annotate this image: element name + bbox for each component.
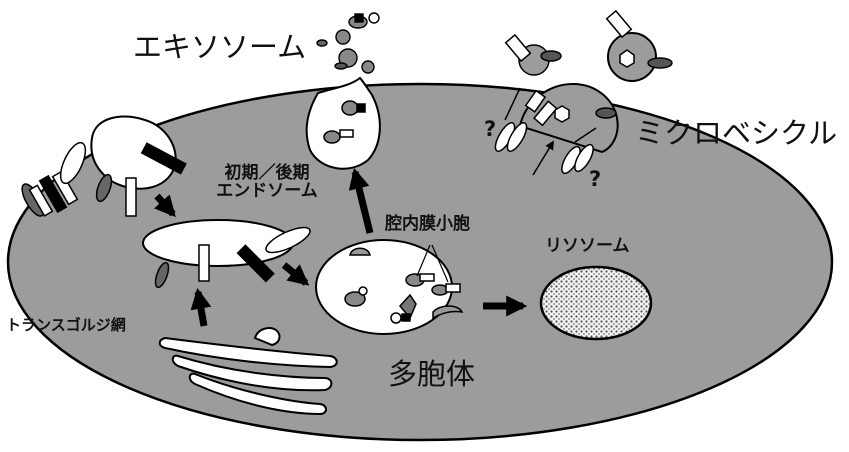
mvb-label: 多胞体 bbox=[388, 359, 475, 389]
question-mark-2: ? bbox=[589, 168, 601, 190]
intraluminal-vesicle-label: 腔内膜小胞 bbox=[385, 216, 470, 234]
multivesicular-body bbox=[316, 240, 452, 334]
released-vesicles bbox=[506, 11, 672, 81]
question-mark-1: ? bbox=[484, 118, 496, 140]
microvesicle-label: ミクロベシクル bbox=[635, 118, 837, 148]
trans-golgi-label: トランスゴルジ網 bbox=[6, 318, 126, 334]
exosome-label: エキソソーム bbox=[133, 32, 306, 62]
endosome-label-line2: エンドソーム bbox=[201, 183, 333, 201]
lysosome-label: リソソーム bbox=[545, 238, 630, 256]
lysosome bbox=[541, 267, 651, 339]
exosome-particles bbox=[317, 13, 379, 73]
endosome-label: 初期／後期 エンドソーム bbox=[201, 165, 333, 201]
